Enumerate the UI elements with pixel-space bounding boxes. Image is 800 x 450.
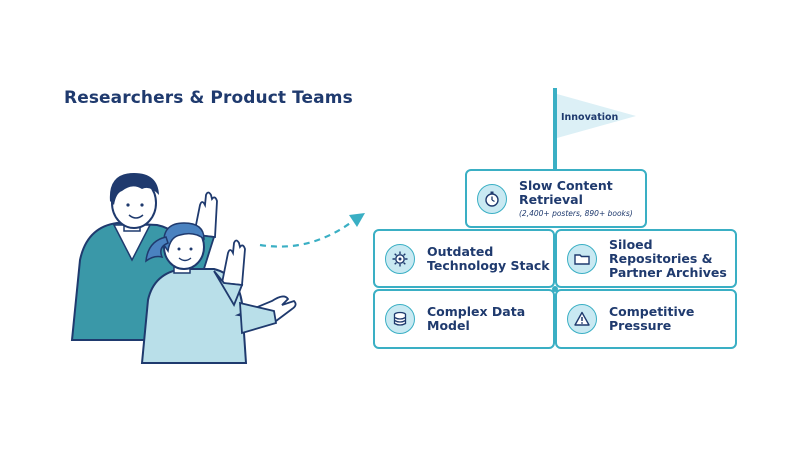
flag-label: Innovation — [561, 112, 619, 123]
card-slow-content-retrieval: Slow Content Retrieval (2,400+ posters, … — [465, 169, 647, 228]
card-outdated-technology-stack: Outdated Technology Stack — [373, 229, 555, 288]
card-title: Slow Content Retrieval — [519, 178, 613, 207]
database-icon — [385, 304, 415, 334]
team-illustration — [70, 173, 297, 364]
card-complex-data-model: Complex Data Model — [373, 289, 555, 349]
card-title: Siloed Repositories & Partner Archives — [609, 236, 727, 280]
card-title: Complex Data Model — [427, 304, 526, 333]
warning-icon — [567, 304, 597, 334]
stopwatch-icon — [477, 183, 507, 214]
page-title: Researchers & Product Teams — [64, 88, 353, 108]
card-competitive-pressure: Competitive Pressure — [555, 289, 737, 349]
card-subtitle: (2,400+ posters, 890+ books) — [519, 209, 633, 218]
innovation-flag — [553, 88, 636, 172]
gear-icon — [385, 243, 415, 274]
card-siloed-repositories: Siloed Repositories & Partner Archives — [555, 229, 737, 288]
card-title: Outdated Technology Stack — [427, 243, 550, 273]
card-title: Competitive Pressure — [609, 304, 695, 333]
dashed-arrow — [259, 213, 365, 248]
junction-dot — [552, 286, 558, 292]
folder-icon — [567, 243, 597, 274]
